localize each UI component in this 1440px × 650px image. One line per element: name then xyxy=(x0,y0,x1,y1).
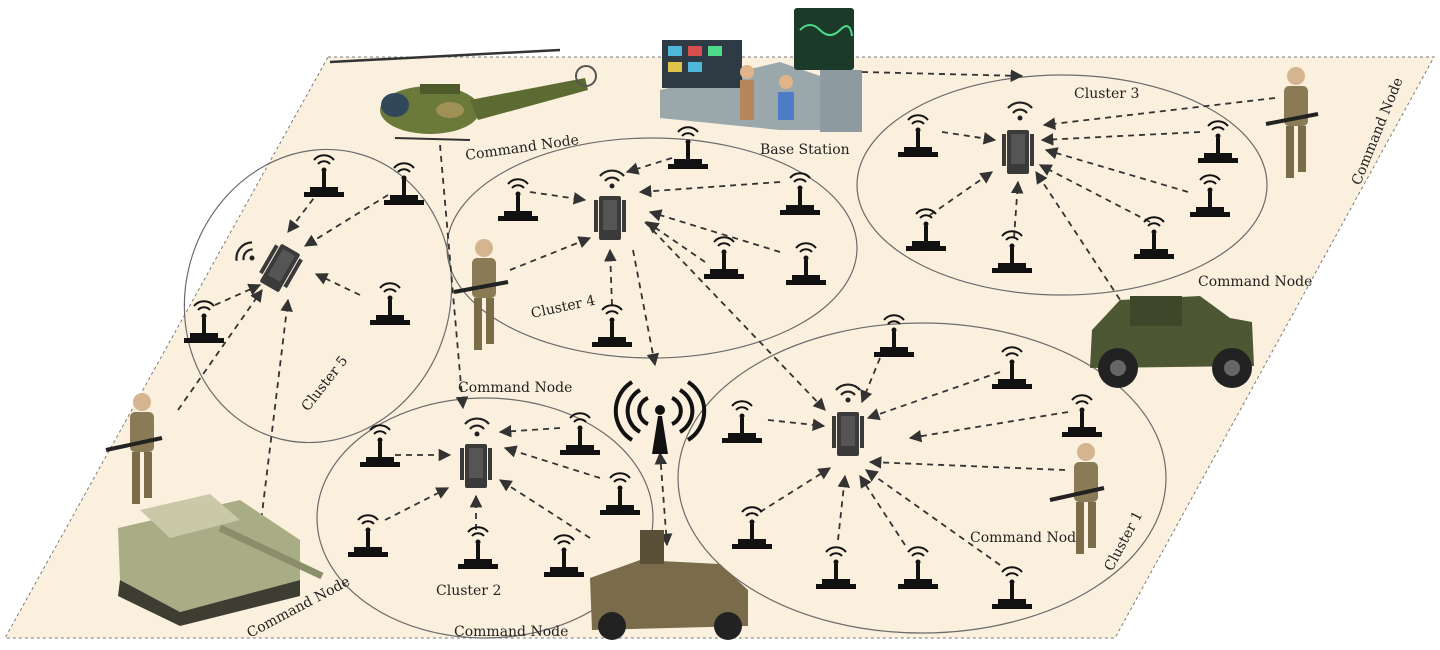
soldier-icon-right xyxy=(1265,67,1319,178)
command-node-vehicle-label: Command Node xyxy=(454,624,568,640)
command-node-jeep-label: Command Node xyxy=(1198,274,1312,290)
soldier-icon-cluster1 xyxy=(1049,443,1105,554)
command-node-center-label: Command Node xyxy=(458,380,572,396)
jeep-icon xyxy=(1090,296,1254,388)
base-station-label: Base Station xyxy=(760,142,850,158)
command-node-soldier-label: Command Nod xyxy=(970,530,1076,546)
base-station-icon xyxy=(660,8,862,132)
link-arrows xyxy=(177,69,1276,566)
armed-vehicle-icon xyxy=(590,530,748,640)
cluster-5-boundary xyxy=(183,148,453,444)
cluster-1-boundary xyxy=(677,322,1167,634)
helicopter-icon xyxy=(329,48,597,141)
soldier-icon-cluster4 xyxy=(453,239,509,350)
cluster-3-label: Cluster 3 xyxy=(1074,86,1139,102)
cluster-2-boundary xyxy=(316,397,654,639)
cluster-2-label: Cluster 2 xyxy=(436,583,501,599)
cluster-3-boundary xyxy=(856,74,1268,296)
tank-icon xyxy=(118,494,324,626)
radio-tower-icon xyxy=(613,380,707,454)
soldier-icon-left xyxy=(105,393,163,504)
